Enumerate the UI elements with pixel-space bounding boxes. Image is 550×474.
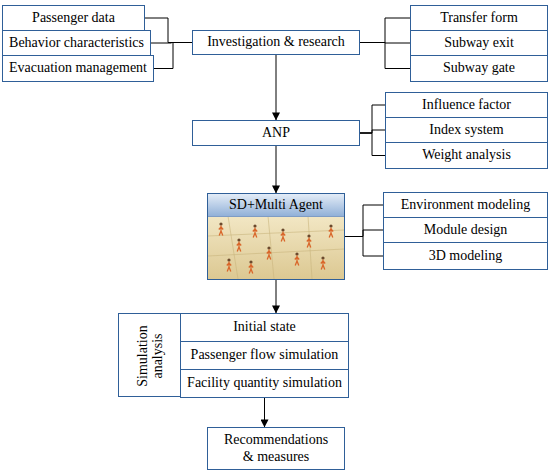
person xyxy=(237,238,241,251)
connector xyxy=(154,43,192,69)
box-label: Evacuation management xyxy=(9,60,147,76)
box-label: Initial state xyxy=(233,319,296,335)
connector xyxy=(276,146,277,193)
person xyxy=(219,222,223,235)
connector xyxy=(276,280,277,313)
connector xyxy=(145,18,192,43)
box-label: Passenger flow simulation xyxy=(191,347,339,363)
person xyxy=(253,224,257,237)
process-box: Module design xyxy=(383,217,548,243)
process-box: Facility quantity simulation xyxy=(180,369,349,398)
person xyxy=(267,246,271,259)
connector xyxy=(360,43,410,69)
process-box: Behavior characteristics xyxy=(2,30,151,56)
connector xyxy=(345,237,383,257)
ground-lines xyxy=(208,216,344,279)
box-label: Transfer form xyxy=(440,10,518,26)
box-label: Facility quantity simulation xyxy=(187,375,342,391)
connector xyxy=(360,105,385,133)
process-box: Evacuation management xyxy=(2,55,154,82)
box-label: Index system xyxy=(429,122,503,138)
process-box: Recommendations & measures xyxy=(207,427,345,470)
person xyxy=(249,260,253,273)
box-label: ANP xyxy=(262,125,290,141)
connector xyxy=(360,18,410,43)
connector xyxy=(360,133,385,156)
process-box: Subway gate xyxy=(410,55,548,82)
box-label: 3D modeling xyxy=(429,248,503,264)
ground xyxy=(208,216,344,279)
process-box: Passenger flow simulation xyxy=(180,341,349,370)
connector xyxy=(345,230,383,237)
group-box: Simulation analysis Initial statePassenge… xyxy=(118,313,347,397)
person xyxy=(329,224,333,237)
box-label: Subway gate xyxy=(443,60,515,76)
box-label: Influence factor xyxy=(422,97,511,113)
person xyxy=(295,252,299,265)
process-box: SD+Multi Agent xyxy=(207,193,345,280)
box-label: Weight analysis xyxy=(422,147,511,163)
box-label: Simulation analysis xyxy=(135,315,166,397)
process-box: ANP xyxy=(192,120,360,146)
person xyxy=(321,256,325,269)
connector xyxy=(264,398,265,427)
process-box: Investigation & research xyxy=(192,30,360,55)
process-box: 3D modeling xyxy=(383,242,548,270)
process-box: Weight analysis xyxy=(385,142,548,169)
connector xyxy=(345,205,383,237)
process-box: Environment modeling xyxy=(383,192,548,218)
process-box: Initial state xyxy=(180,313,349,342)
process-box: Index system xyxy=(385,117,548,143)
person xyxy=(281,228,285,241)
box-label: Environment modeling xyxy=(401,197,530,213)
process-box: Passenger data xyxy=(2,5,145,31)
process-box: Subway exit xyxy=(410,30,548,56)
box-label: SD+Multi Agent xyxy=(208,194,344,217)
process-box: Transfer form xyxy=(410,5,548,31)
connector xyxy=(276,55,277,120)
box-label: Subway exit xyxy=(444,35,514,51)
person xyxy=(227,258,231,271)
box-label: Module design xyxy=(424,222,508,238)
crowd-illustration xyxy=(208,216,344,279)
box-label: Behavior characteristics xyxy=(9,35,144,51)
box-label: Passenger data xyxy=(32,10,115,26)
person xyxy=(307,234,311,247)
box-label: Recommendations & measures xyxy=(220,432,332,464)
box-label: Investigation & research xyxy=(207,34,345,50)
process-box: Influence factor xyxy=(385,92,548,118)
